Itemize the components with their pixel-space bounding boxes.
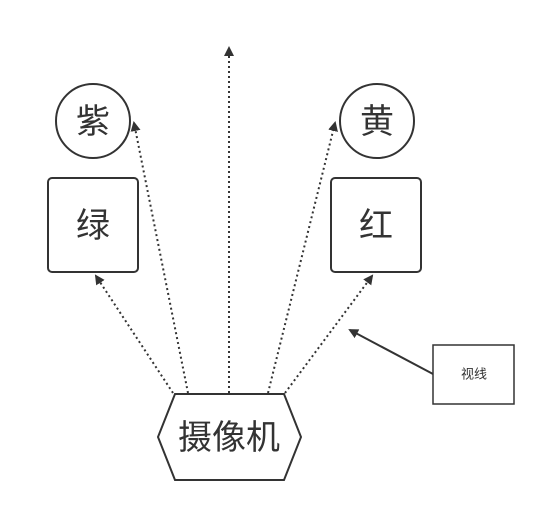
node-sightline-shape xyxy=(432,344,515,405)
node-camera-shape xyxy=(156,393,303,481)
node-yellow-label: 黄 xyxy=(360,102,394,142)
ray-to-purple xyxy=(130,121,189,394)
node-sightline: 视线 xyxy=(432,344,515,405)
node-yellow-shape xyxy=(339,83,415,159)
node-green: 绿 xyxy=(47,177,139,273)
node-green-shape xyxy=(47,177,139,273)
sight-rays xyxy=(94,46,374,394)
ray-to-yellow xyxy=(267,121,338,394)
node-purple: 紫 xyxy=(55,83,131,159)
node-red-shape xyxy=(330,177,422,273)
node-red: 红 xyxy=(330,177,422,273)
sightline-pointer-arrow xyxy=(348,329,434,375)
ray-to-green xyxy=(94,274,174,394)
node-purple-label: 紫 xyxy=(76,102,110,142)
node-purple-shape xyxy=(55,83,131,159)
node-camera: 摄像机 xyxy=(156,393,303,481)
node-green-label: 绿 xyxy=(76,206,110,246)
node-yellow: 黄 xyxy=(339,83,415,159)
node-sightline-label: 视线 xyxy=(461,368,487,383)
node-camera-label: 摄像机 xyxy=(178,418,280,458)
ray-to-red xyxy=(284,274,374,394)
node-red-label: 红 xyxy=(359,206,393,246)
